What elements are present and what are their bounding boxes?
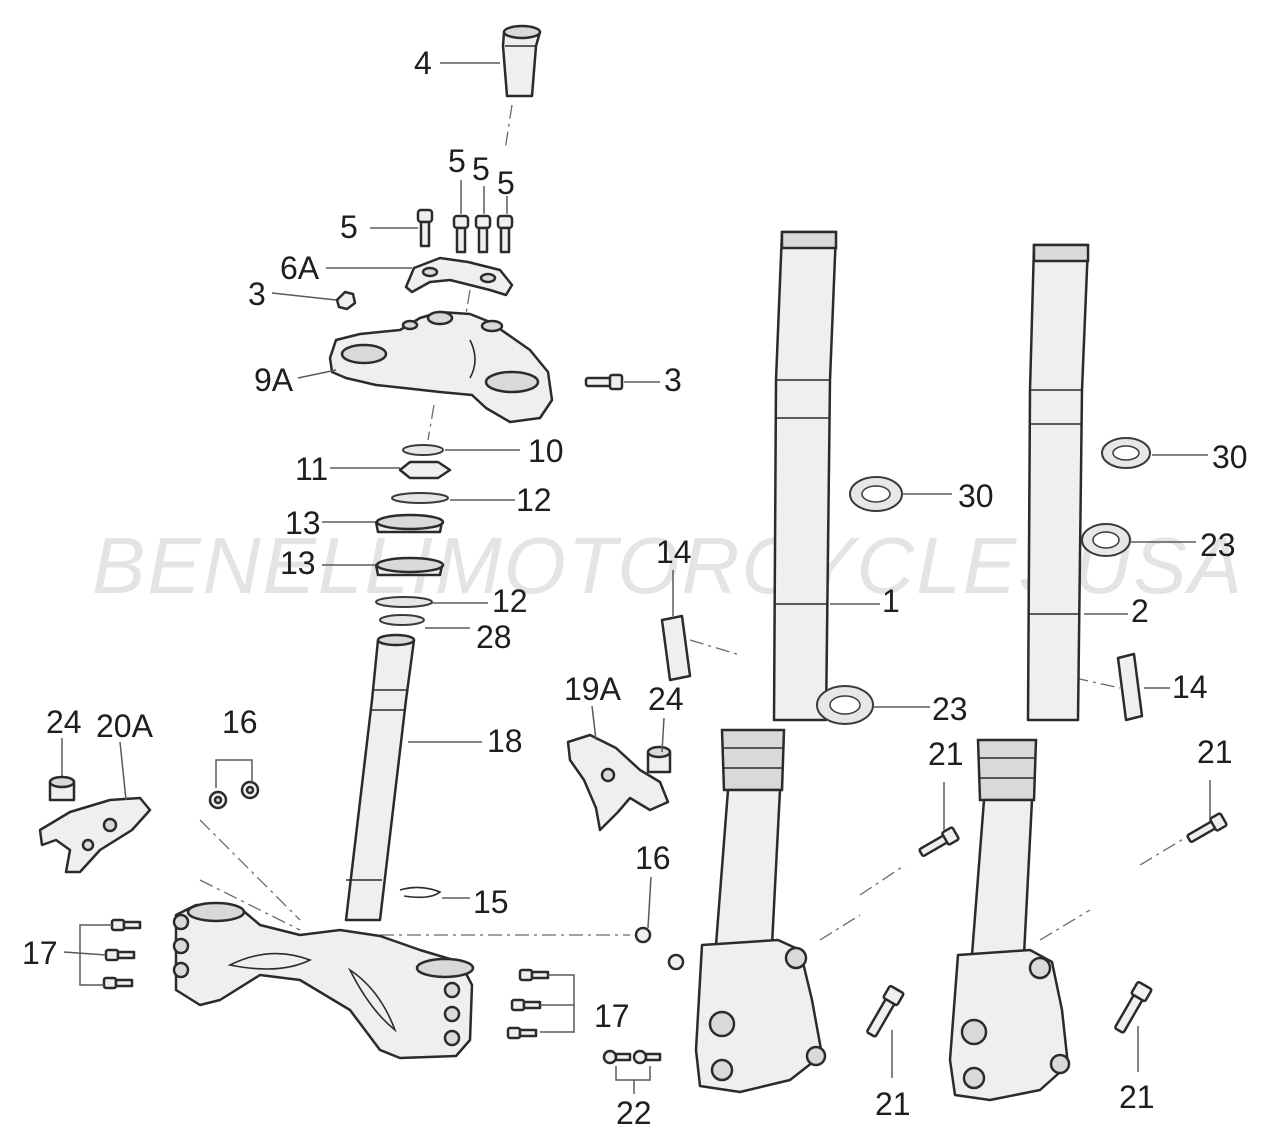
label-24: 24: [46, 704, 82, 740]
label-11: 11: [295, 451, 328, 487]
label-21: 21: [1119, 1079, 1155, 1115]
leader-lines: [61, 62, 1211, 1094]
label-18: 18: [487, 723, 523, 759]
label-3: 3: [248, 276, 266, 312]
part-23-seal-left: [816, 685, 874, 725]
part-17-bolts: [102, 918, 550, 1040]
part-3-bolt: [584, 373, 624, 391]
part-14-sleeve-right: [1116, 652, 1144, 722]
label-5: 5: [448, 143, 466, 179]
label-21: 21: [875, 1086, 911, 1122]
part-30-seal-left: [849, 476, 903, 512]
label-13: 13: [280, 545, 316, 581]
label-21: 21: [928, 736, 964, 772]
label-24: 24: [648, 681, 684, 717]
label-9A: 9A: [254, 362, 294, 398]
part-14-sleeve-left: [660, 614, 692, 682]
part-5-bolts: [416, 208, 514, 254]
label-30: 30: [958, 478, 994, 514]
part-2-fork-leg-right: [948, 243, 1090, 1102]
label-3: 3: [664, 362, 682, 398]
label-21: 21: [1197, 734, 1233, 770]
callout-labels: 4 5 5 5 5 6A 3 3 9A 10 11 12 13 13 12 28…: [22, 45, 1248, 1131]
part-24-spacer-left: [48, 775, 76, 802]
label-17: 17: [594, 998, 630, 1034]
label-1: 1: [882, 583, 900, 619]
part-3-nut: [335, 290, 357, 311]
label-5: 5: [472, 151, 490, 187]
part-22-bolts: [602, 1049, 662, 1065]
part-15-circlip: [399, 886, 442, 899]
part-19A-bracket: [566, 733, 670, 832]
part-9A-upper-triple-clamp: [328, 310, 554, 424]
label-12: 12: [516, 482, 552, 518]
label-5: 5: [497, 165, 515, 201]
label-23: 23: [932, 691, 968, 727]
part-20A-bracket: [38, 796, 152, 874]
label-6A: 6A: [280, 250, 320, 286]
part-21-bolts: [866, 812, 1228, 1038]
part-6A-handlebar-clamp: [404, 256, 514, 297]
label-14: 14: [656, 534, 692, 570]
part-4-top-sleeve: [501, 24, 542, 98]
label-2: 2: [1131, 593, 1149, 629]
part-1-fork-leg-left: [694, 230, 838, 1094]
part-16-nuts-left: [208, 780, 260, 810]
label-19A: 19A: [564, 671, 622, 707]
label-28: 28: [476, 619, 512, 655]
label-15: 15: [473, 884, 509, 920]
part-16-nuts-center: [634, 926, 685, 971]
label-10: 10: [528, 433, 564, 469]
label-5: 5: [340, 209, 358, 245]
part-30-seal-right: [1101, 437, 1151, 469]
label-16: 16: [222, 704, 258, 740]
part-18-steering-stem: [344, 633, 416, 922]
label-14: 14: [1172, 669, 1208, 705]
label-12: 12: [492, 583, 528, 619]
label-23: 23: [1200, 527, 1236, 563]
bearing-stack: [374, 444, 452, 626]
label-16: 16: [635, 840, 671, 876]
part-24-spacer-right: [646, 745, 672, 774]
label-30: 30: [1212, 439, 1248, 475]
lower-triple-clamp: [172, 901, 475, 1060]
label-22: 22: [616, 1095, 652, 1131]
centerlines: [199, 104, 1191, 941]
part-23-seal-right: [1081, 523, 1131, 557]
label-17: 17: [22, 935, 58, 971]
label-13: 13: [285, 505, 321, 541]
label-4: 4: [414, 45, 432, 81]
label-20A: 20A: [96, 708, 154, 744]
